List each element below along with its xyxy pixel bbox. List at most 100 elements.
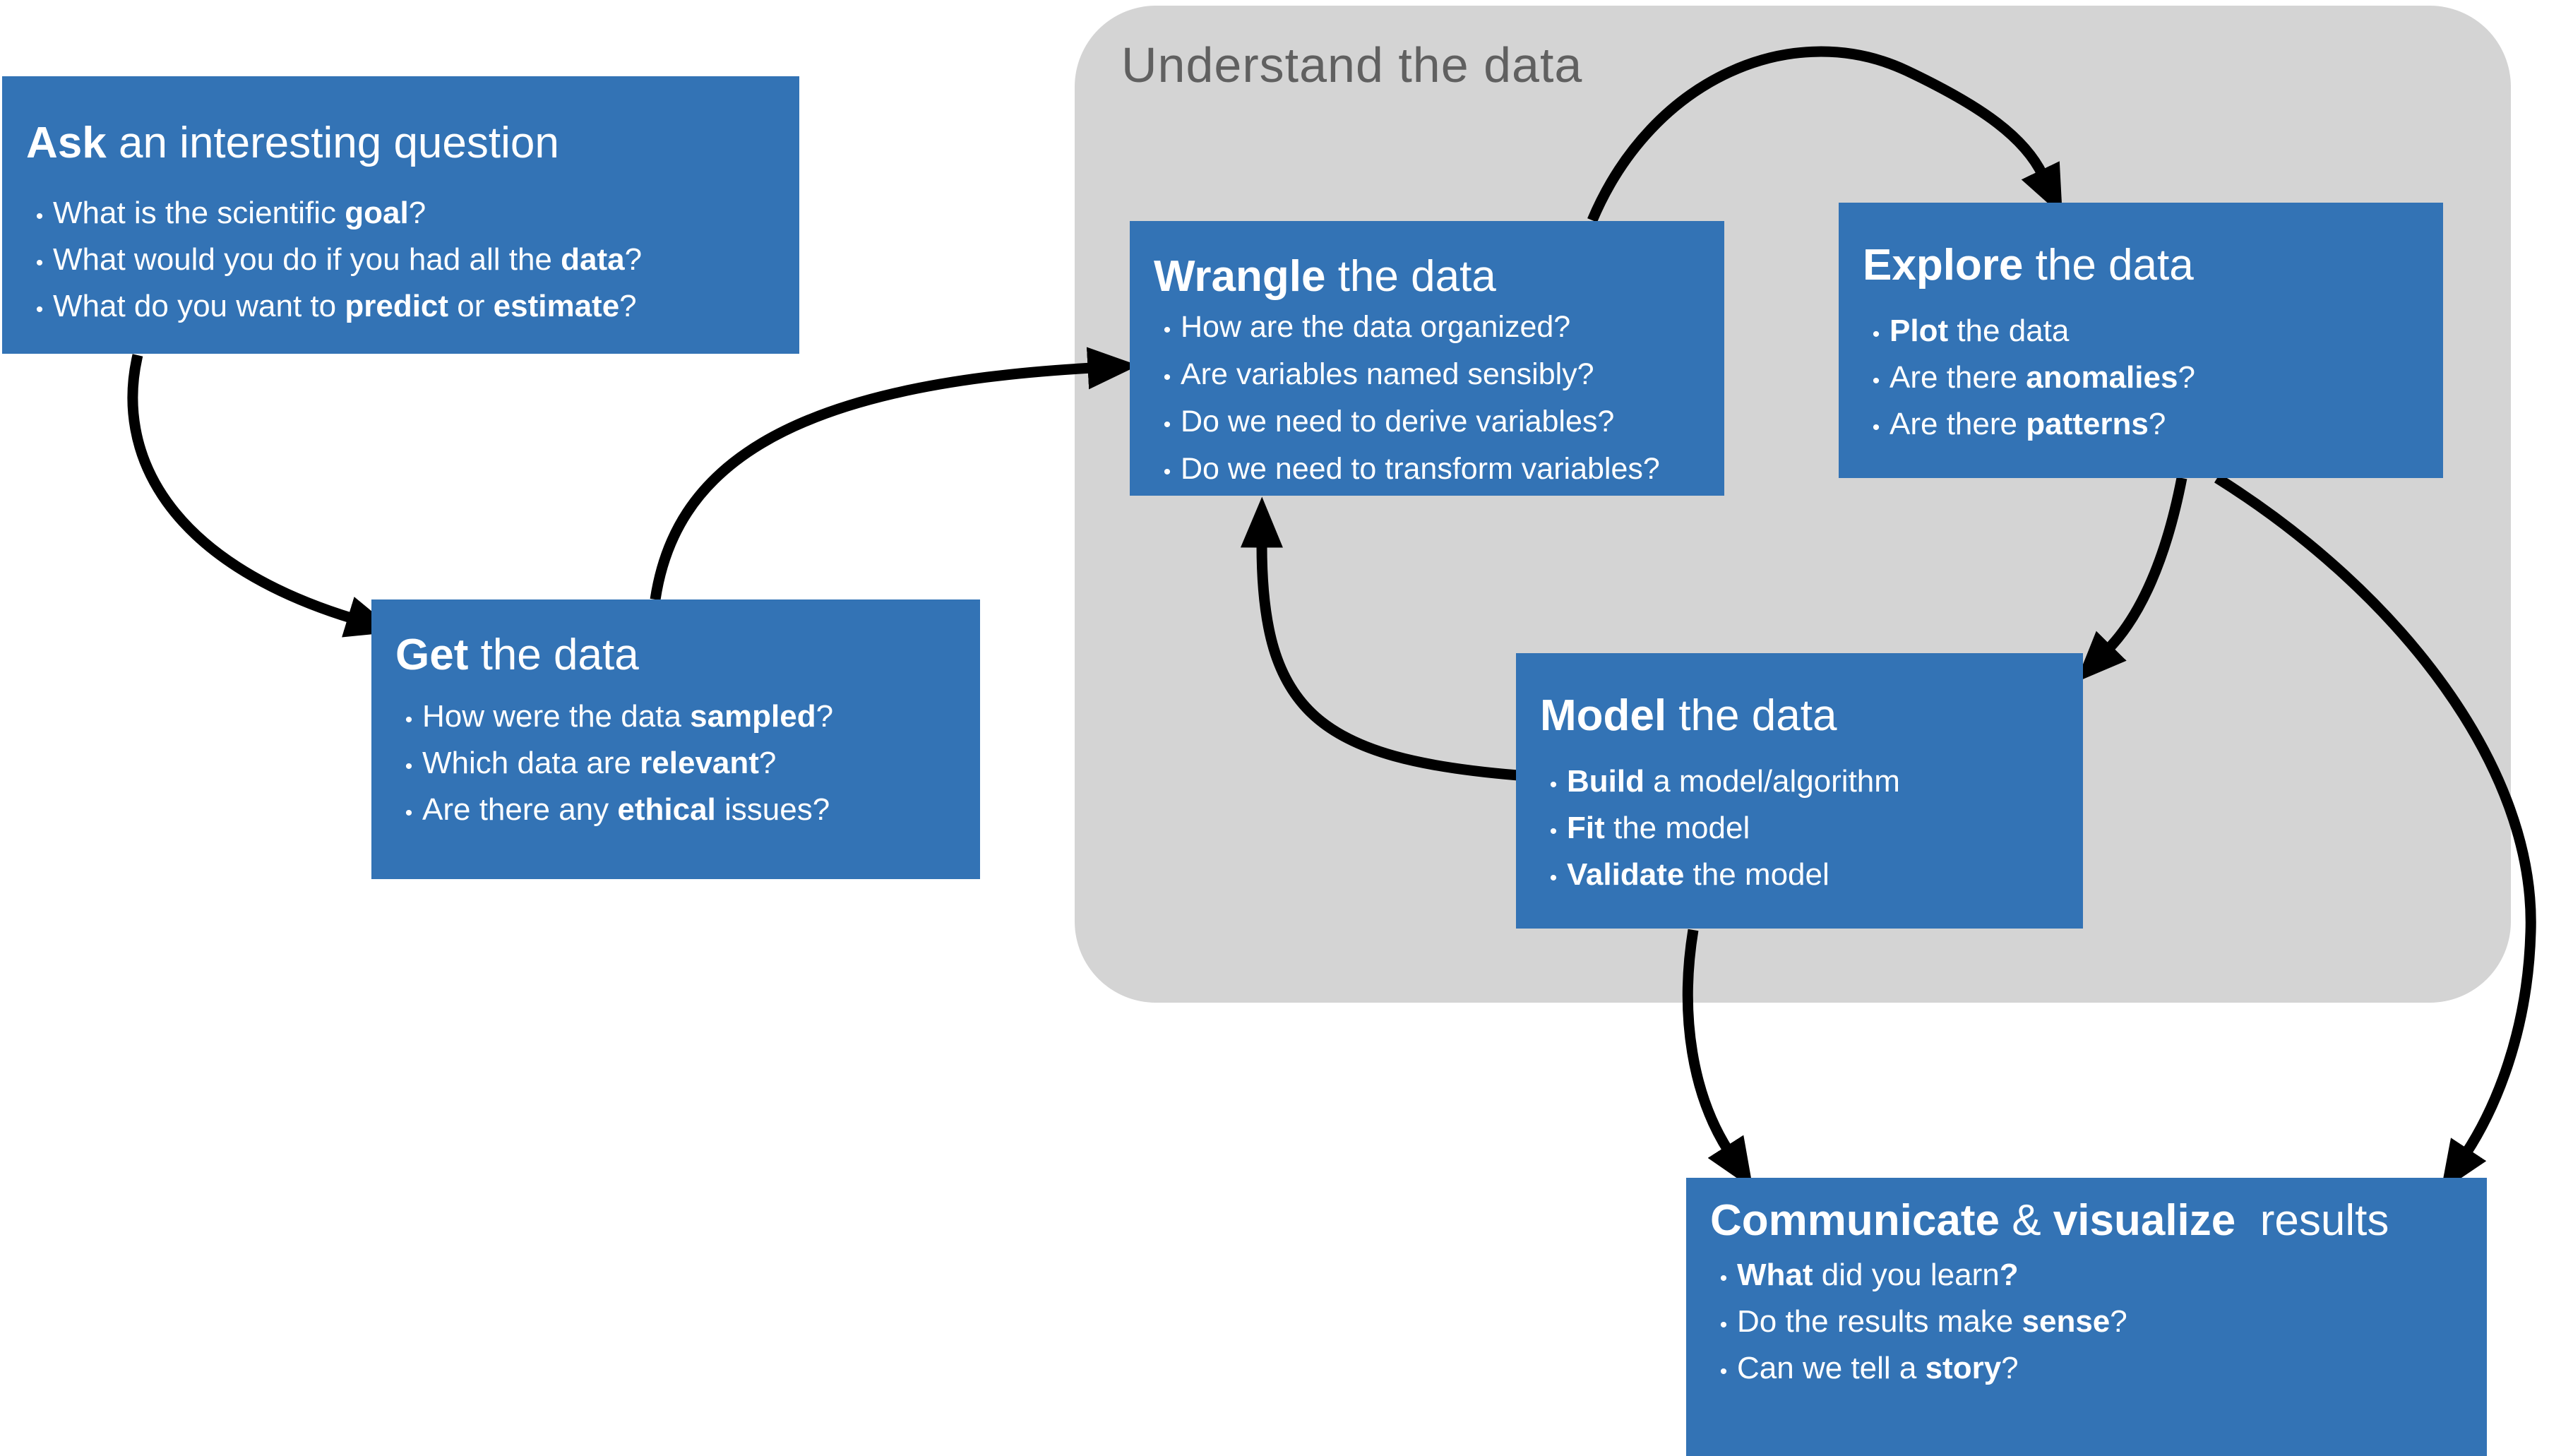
bullet-item: • Can we tell a story? bbox=[1710, 1347, 2467, 1393]
regular-text: ? bbox=[2178, 360, 2195, 395]
box-title: Explore the data bbox=[1863, 241, 2423, 290]
bold-text: patterns bbox=[2026, 407, 2149, 442]
understand-group-label: Understand the data bbox=[1121, 37, 1583, 93]
regular-text: an interesting question bbox=[106, 119, 559, 167]
regular-text: ? bbox=[624, 242, 643, 278]
bullet-text: What did you learn? bbox=[1737, 1253, 2019, 1296]
bullet-marker: • bbox=[1872, 416, 1880, 440]
bullet-text: Do we need to derive variables? bbox=[1181, 400, 1614, 443]
bullet-marker: • bbox=[1163, 318, 1171, 342]
bold-text: Build bbox=[1567, 764, 1644, 799]
bold-text: Communicate bbox=[1710, 1196, 2000, 1245]
bullet-item: • Are there patterns? bbox=[1863, 402, 2423, 449]
bullet-text: Are there anomalies? bbox=[1890, 356, 2195, 399]
bold-text: relevant bbox=[640, 746, 759, 781]
step-box-explore: Explore the data •Plot the data•Are ther… bbox=[1839, 203, 2443, 478]
box-bullets: • How are the data organized? • Are variabl… bbox=[1154, 305, 1705, 494]
bullet-marker: • bbox=[1163, 460, 1171, 484]
bold-text: estimate bbox=[493, 289, 620, 324]
arrow-explore-to-communicate bbox=[2214, 473, 2536, 1192]
bold-text: data bbox=[561, 242, 625, 278]
bullet-item: •Plot the data bbox=[1863, 309, 2423, 356]
bold-text: ethical bbox=[617, 792, 716, 828]
arrow-explore-to-model bbox=[2075, 477, 2187, 683]
regular-text: did you learn bbox=[1813, 1258, 2000, 1293]
bullet-item: •Are there any ethical issues? bbox=[395, 788, 960, 835]
bullet-marker: • bbox=[1719, 1313, 1728, 1337]
bullet-text: Build a model/algorithm bbox=[1567, 760, 1900, 803]
bullet-text: Are variables named sensibly? bbox=[1181, 352, 1594, 396]
bullet-text: What is the scientific goal? bbox=[53, 191, 426, 234]
bullet-item: • Do we need to derive variables? bbox=[1154, 400, 1705, 447]
step-box-ask: Ask an interesting question • What is the… bbox=[2, 76, 799, 354]
regular-text: What would you do if you had all the bbox=[53, 242, 561, 278]
regular-text: & bbox=[1999, 1196, 2053, 1245]
bullet-marker: • bbox=[35, 251, 44, 275]
bold-text: Get bbox=[395, 631, 469, 679]
bullet-item: • Which data are relevant? bbox=[395, 741, 960, 788]
bold-text: Ask bbox=[26, 119, 107, 167]
bullet-marker: • bbox=[1872, 369, 1880, 393]
arrow-ask-to-get bbox=[127, 354, 397, 638]
bullet-text: Which data are relevant? bbox=[422, 741, 776, 784]
regular-text: ? bbox=[2148, 407, 2166, 442]
bullet-text: What do you want to predict or estimate? bbox=[53, 285, 637, 328]
step-box-wrangle: Wrangle the data • How are the data organ… bbox=[1130, 221, 1724, 496]
bold-text: story bbox=[1925, 1351, 2002, 1386]
box-bullets: •Plot the data • Are there anomalies? • Are … bbox=[1863, 309, 2423, 449]
bullet-item: • How are the data organized? bbox=[1154, 305, 1705, 352]
regular-text: the data bbox=[1325, 252, 1496, 301]
bold-text: goal bbox=[345, 196, 409, 231]
box-bullets: • What did you learn? • Do the results make… bbox=[1710, 1253, 2467, 1393]
bullet-marker: • bbox=[1549, 820, 1558, 844]
bold-text: sense bbox=[2022, 1304, 2111, 1339]
step-box-get: Get the data •How were the data sampled?… bbox=[371, 599, 980, 879]
bullet-item: •Validate the model bbox=[1540, 853, 2063, 900]
box-title: Communicate & visualize results bbox=[1710, 1196, 2467, 1245]
bold-text: Explore bbox=[1863, 241, 2024, 290]
bullet-item: •How were the data sampled? bbox=[395, 695, 960, 741]
regular-text: Which data are bbox=[422, 746, 640, 781]
bullet-marker: • bbox=[35, 298, 44, 322]
bullet-text: Can we tell a story? bbox=[1737, 1347, 2019, 1390]
bullet-item: • What do you want to predict or estimate… bbox=[26, 285, 780, 331]
regular-text: Are there bbox=[1890, 407, 2026, 442]
bullet-marker: • bbox=[1163, 366, 1171, 390]
bullet-text: Are there any ethical issues? bbox=[422, 788, 830, 831]
bullet-marker: • bbox=[1163, 413, 1171, 437]
regular-text: What do you want to bbox=[53, 289, 345, 324]
bold-text: Wrangle bbox=[1154, 252, 1326, 301]
regular-text: ? bbox=[408, 196, 426, 231]
regular-text: the data bbox=[1948, 314, 2070, 349]
bullet-item: • Do the results make sense? bbox=[1710, 1300, 2467, 1347]
regular-text: the data bbox=[468, 631, 639, 679]
regular-text: What is the scientific bbox=[53, 196, 345, 231]
box-bullets: • What is the scientific goal? • What would… bbox=[26, 191, 780, 331]
bullet-text: Do the results make sense? bbox=[1737, 1300, 2127, 1343]
regular-text: a model/algorithm bbox=[1644, 764, 1900, 799]
bold-text: Plot bbox=[1890, 314, 1949, 349]
regular-text: ? bbox=[758, 746, 777, 781]
regular-text: Can we tell a bbox=[1737, 1351, 1926, 1386]
bullet-text: Fit the model bbox=[1567, 806, 1750, 849]
bold-text: predict bbox=[345, 289, 449, 324]
regular-text: Are there any bbox=[422, 792, 618, 828]
regular-text: Do we need to derive variables? bbox=[1181, 405, 1615, 439]
bullet-text: How are the data organized? bbox=[1181, 305, 1570, 349]
regular-text: Are variables named sensibly? bbox=[1181, 357, 1594, 392]
bullet-item: • Are variables named sensibly? bbox=[1154, 352, 1705, 400]
bold-text: What bbox=[1737, 1258, 1813, 1293]
bullet-text: Do we need to transform variables? bbox=[1181, 447, 1660, 491]
bullet-marker: • bbox=[405, 755, 413, 779]
bullet-text: How were the data sampled? bbox=[422, 695, 833, 738]
bold-text: ? bbox=[1999, 1258, 2019, 1293]
step-box-model: Model the data •Build a model/algorithm•… bbox=[1516, 653, 2083, 929]
box-title: Get the data bbox=[395, 631, 960, 679]
regular-text: ? bbox=[816, 699, 834, 734]
arrow-model-to-communicate bbox=[1682, 929, 1753, 1190]
bullet-item: • Fit the model bbox=[1540, 806, 2063, 853]
bold-text: anomalies bbox=[2026, 360, 2178, 395]
bullet-item: • Are there anomalies? bbox=[1863, 356, 2423, 402]
bullet-marker: • bbox=[1719, 1360, 1728, 1384]
regular-text: the data bbox=[2023, 241, 2194, 290]
